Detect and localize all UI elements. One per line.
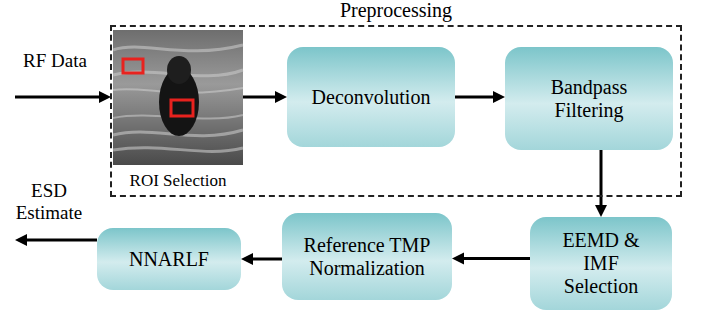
arrow-head: [493, 91, 505, 103]
ultrasound-image: [113, 30, 243, 165]
arrow-head: [452, 253, 464, 265]
arrow-head: [275, 91, 287, 103]
flow-arrow: [251, 258, 282, 261]
box-label: EEMD & IMF Selection: [551, 229, 651, 298]
flow-arrow: [243, 96, 277, 99]
image-ground: [113, 30, 243, 165]
process-box: Reference TMP Normalization: [282, 213, 452, 300]
box-label: Reference TMP Normalization: [292, 234, 442, 280]
process-box: Deconvolution: [287, 47, 455, 147]
roi-marker: [171, 100, 193, 116]
flow-arrow: [455, 96, 495, 99]
group-region: PreprocessingROI SelectionDeconvolutionB…: [110, 25, 682, 197]
process-box: EEMD & IMF Selection: [530, 217, 672, 310]
lesion-shadow: [167, 56, 191, 84]
group-heading: Preprocessing: [112, 0, 680, 22]
arrow-head: [15, 234, 27, 246]
roi-marker: [123, 59, 143, 73]
process-box: NNARLF: [97, 228, 241, 290]
image-caption: ROI Selection: [113, 171, 243, 191]
box-label: Bandpass Filtering: [534, 76, 644, 122]
tissue-streak: [113, 45, 243, 151]
box-label: NNARLF: [129, 248, 209, 271]
arrow-head: [595, 205, 607, 217]
input-arrow: [15, 96, 100, 99]
output-arrow: [27, 239, 97, 242]
flow-arrow: [462, 257, 530, 260]
box-label: Deconvolution: [312, 86, 431, 109]
image-panel: ROI Selection: [113, 30, 243, 195]
signal-label: RF Data: [20, 50, 90, 72]
signal-label: ESD Estimate: [3, 180, 95, 224]
flow-arrow: [600, 150, 603, 207]
process-box: Bandpass Filtering: [505, 47, 673, 150]
arrow-head: [241, 253, 253, 265]
